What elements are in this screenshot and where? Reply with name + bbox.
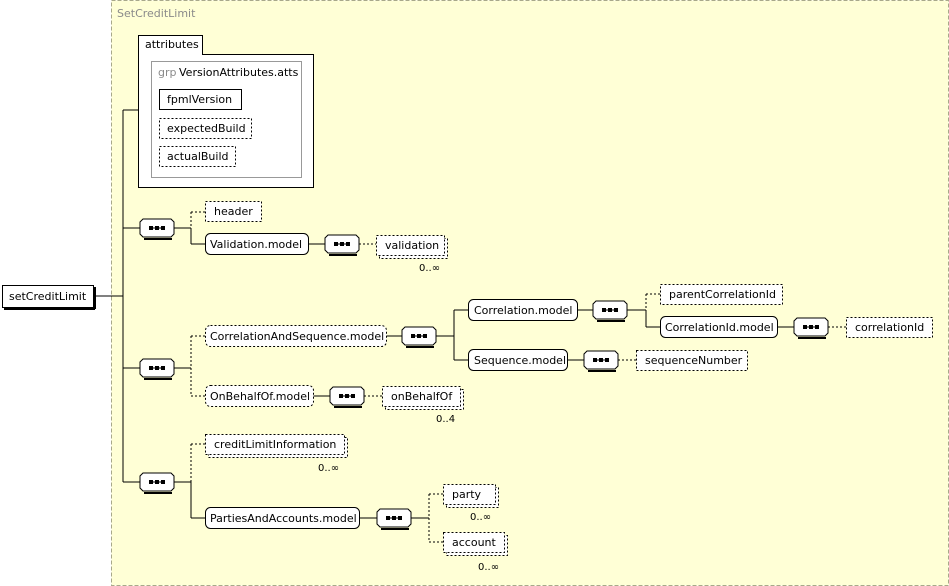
group-correlation-id-model: CorrelationId.model: [665, 321, 774, 334]
attribute-group-prefix: grp: [158, 66, 177, 79]
sequence-compositor: [401, 326, 437, 348]
sequence-compositor: [376, 508, 412, 530]
group-on-behalf-of-model: OnBehalfOf.model: [210, 390, 310, 403]
party-cardinality: 0..∞: [470, 512, 491, 523]
sequence-compositor: [592, 300, 628, 322]
attribute-actual-build: actualBuild: [167, 150, 228, 163]
validation-cardinality: 0..∞: [419, 263, 440, 274]
root-element-setcreditlimit: setCreditLimit: [9, 290, 87, 303]
sequence-compositor: [329, 386, 365, 408]
attributes-block: attributes grp VersionAttributes.atts fp…: [138, 35, 314, 188]
sequence-compositor: [324, 234, 360, 256]
element-account: account: [452, 536, 497, 549]
sequence-compositor: [139, 472, 175, 494]
attribute-group-name: VersionAttributes.atts: [179, 66, 299, 79]
sequence-compositor: [583, 350, 619, 372]
element-header: header: [214, 205, 253, 218]
credit-limit-information-cardinality: 0..∞: [318, 463, 339, 474]
sequence-compositor: [139, 218, 175, 240]
group-correlation-model: Correlation.model: [474, 304, 572, 317]
attributes-tab-label: attributes: [145, 38, 199, 51]
on-behalf-of-cardinality: 0..4: [436, 414, 455, 425]
element-party: party: [452, 488, 482, 501]
account-cardinality: 0..∞: [478, 562, 499, 573]
group-sequence-model: Sequence.model: [474, 354, 566, 367]
group-correlation-and-sequence-model: CorrelationAndSequence.model: [210, 330, 384, 343]
element-on-behalf-of: onBehalfOf: [391, 390, 453, 403]
connectors: [96, 109, 846, 543]
sequence-compositor: [139, 358, 175, 380]
attribute-fpml-version: fpmlVersion: [167, 93, 232, 106]
attribute-expected-build: expectedBuild: [167, 122, 246, 135]
element-parent-correlation-id: parentCorrelationId: [669, 288, 776, 301]
sequence-compositor: [793, 317, 829, 339]
element-sequence-number: sequenceNumber: [645, 354, 743, 367]
container-title: SetCreditLimit: [117, 7, 196, 20]
element-correlation-id: correlationId: [855, 321, 924, 334]
group-validation-model: Validation.model: [210, 238, 302, 251]
element-credit-limit-information: creditLimitInformation: [214, 438, 336, 451]
element-validation: validation: [385, 239, 439, 252]
group-parties-and-accounts-model: PartiesAndAccounts.model: [210, 512, 357, 525]
